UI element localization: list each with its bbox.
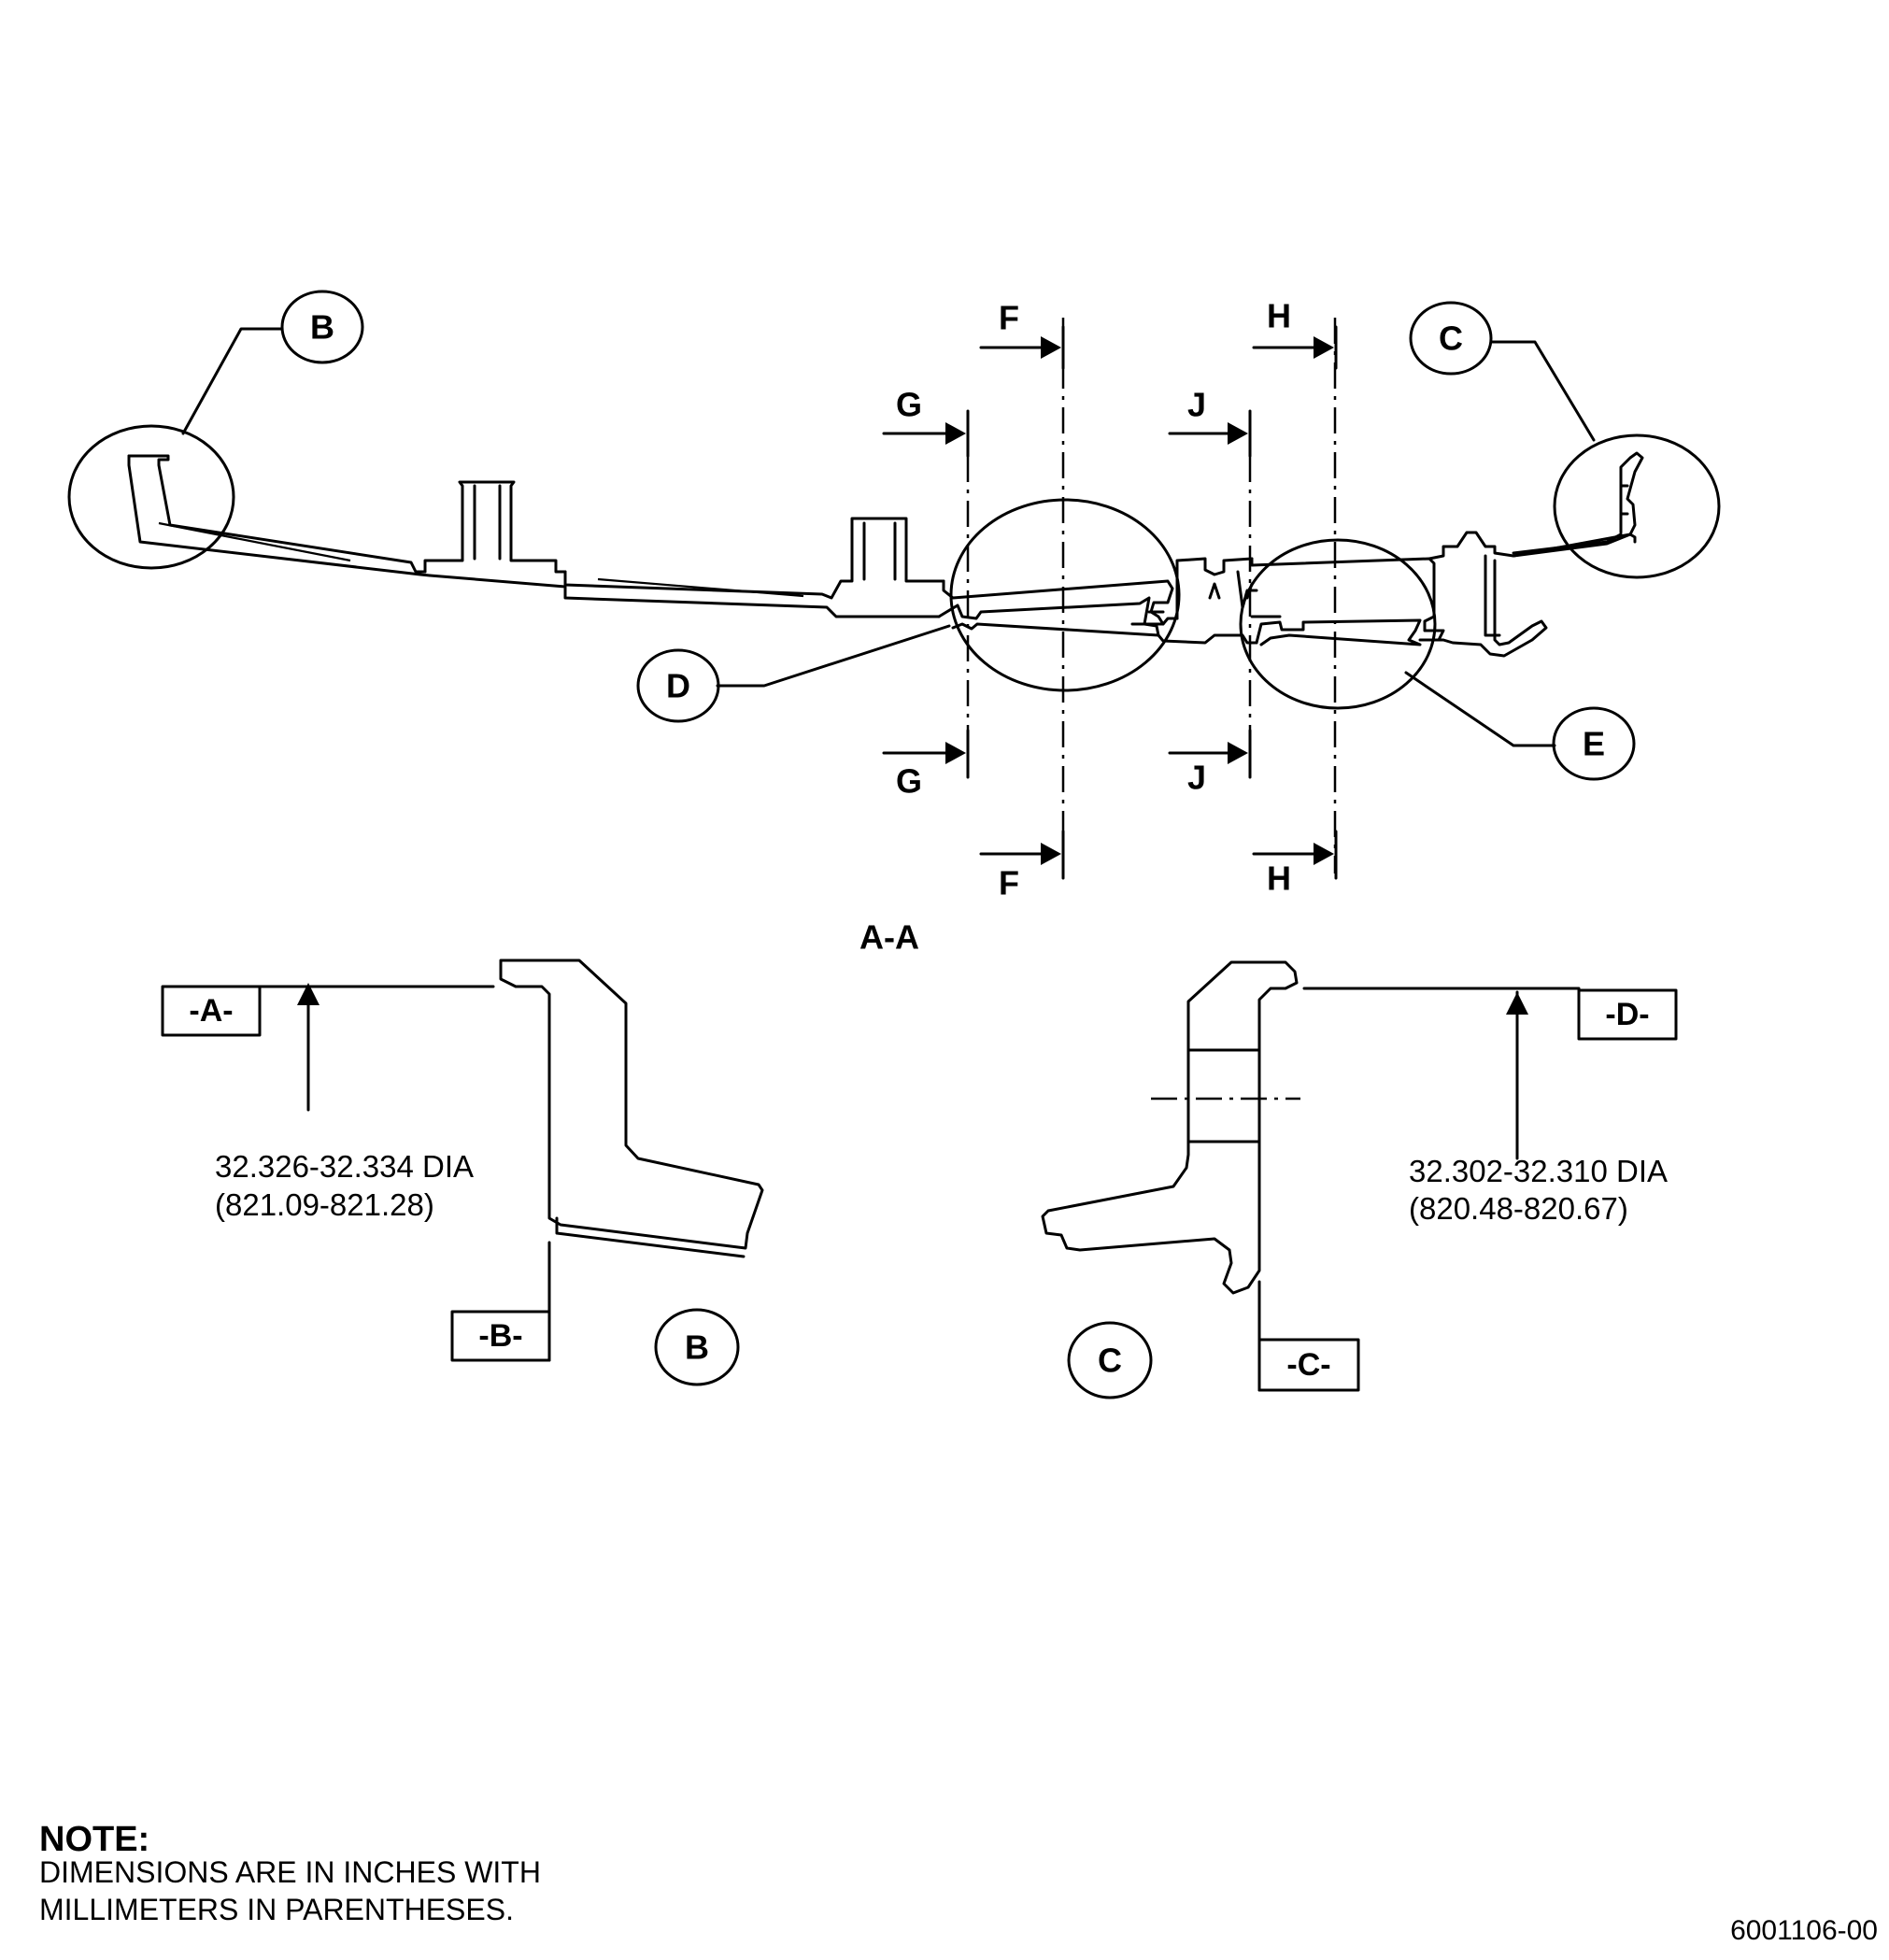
datum-a: -A-: [189, 993, 233, 1029]
detail-b-view: -A- -B- 32.326-32.334 DIA (821.09-821.28…: [161, 959, 764, 1386]
callout-d[interactable]: D: [666, 667, 690, 705]
callout-b[interactable]: B: [310, 308, 334, 347]
cut-label-f-bottom: F: [999, 864, 1019, 902]
cut-label-j-top: J: [1187, 386, 1206, 424]
note-line-1: DIMENSIONS ARE IN INCHES WITH: [39, 1855, 541, 1889]
section-title: A-A: [859, 918, 919, 957]
callout-c[interactable]: C: [1439, 320, 1463, 358]
section-cut-arrows: [882, 325, 1338, 880]
detail-circle-c[interactable]: [1553, 433, 1721, 579]
cut-label-g-bottom: G: [896, 762, 922, 801]
cut-label-g-top: G: [896, 386, 922, 424]
datum-c: -C-: [1286, 1347, 1330, 1383]
drawing-number: 6001106-00: [1730, 1915, 1878, 1946]
callout-e[interactable]: E: [1583, 725, 1605, 763]
cut-label-f-top: F: [999, 299, 1019, 337]
detail-label-b: B: [685, 1328, 709, 1367]
detail-label-c: C: [1098, 1342, 1122, 1380]
cut-centerlines: [966, 318, 1337, 873]
detail-c-view: -D- -C- 32.302-32.310 DIA (820.48-820.67…: [1041, 960, 1678, 1399]
datum-b: -B-: [478, 1318, 522, 1354]
datum-d: -D-: [1605, 997, 1649, 1032]
note-line-2: MILLIMETERS IN PARENTHESES.: [39, 1893, 514, 1926]
dimension-b-mm: (821.09-821.28): [215, 1187, 434, 1222]
detail-circle-e[interactable]: [1239, 538, 1437, 710]
detail-circle-d[interactable]: [949, 498, 1181, 692]
callouts: B C D E: [181, 290, 1636, 781]
cut-label-j-bottom: J: [1187, 759, 1206, 797]
section-cut-labels: F F G G H H J J: [896, 297, 1291, 902]
section-a-a-profile: [127, 451, 1644, 658]
dimension-b-inches: 32.326-32.334 DIA: [215, 1149, 474, 1184]
detail-circle-b[interactable]: [67, 424, 235, 570]
note-title: NOTE:: [39, 1820, 150, 1859]
cut-label-h-top: H: [1267, 297, 1291, 335]
dimension-c-inches: 32.302-32.310 DIA: [1409, 1154, 1668, 1188]
detail-circles: [67, 424, 1721, 710]
dimension-c-mm: (820.48-820.67): [1409, 1191, 1628, 1226]
cut-label-h-bottom: H: [1267, 859, 1291, 898]
